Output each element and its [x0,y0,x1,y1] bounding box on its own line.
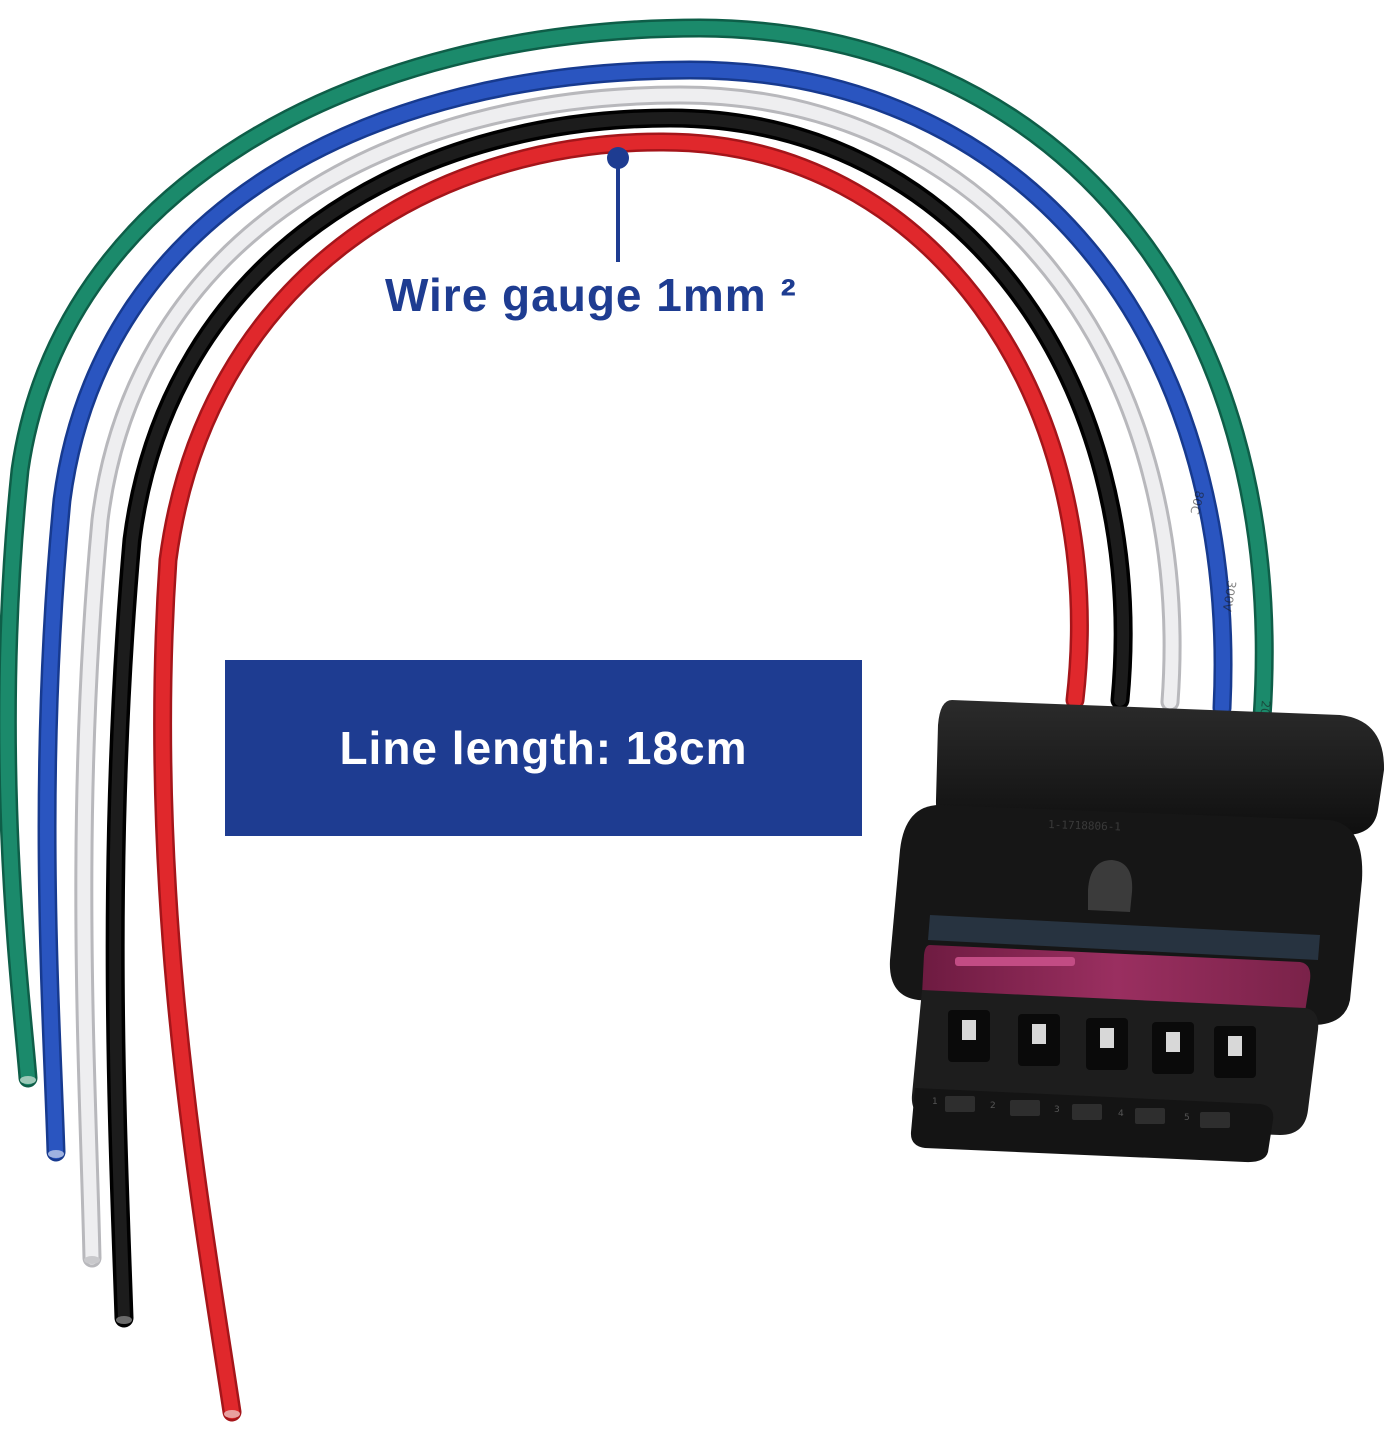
pin-label: 3 [1054,1105,1060,1115]
pin-label: 4 [1118,1109,1124,1119]
pin-slot [948,1010,990,1062]
wire-end-black [116,1316,132,1324]
gauge-pointer [607,147,629,262]
pin-label: 1 [932,1097,938,1107]
pin-label: 2 [990,1101,996,1111]
line-length-label: Line length: 18cm [339,722,748,774]
housing-marking: 1-1718806-1 [1048,818,1121,834]
wire-gauge-label: Wire gauge 1mm ² [385,269,797,321]
gauge-pointer-dot [607,147,629,169]
line-length-banner: Line length: 18cm [225,660,862,836]
pin-labels: 1 2 3 4 5 [932,1097,1190,1123]
wire-end-green [20,1076,36,1084]
connector-pins [948,1010,1256,1078]
pin-label: 5 [1184,1113,1190,1123]
wire-end-red [224,1410,240,1418]
wire-end-blue [48,1150,64,1158]
wire-bundle [0,18,1274,1422]
pin-slot [1018,1014,1060,1066]
pin-slot [1152,1022,1194,1074]
pin-slot [1214,1026,1256,1078]
wire-end-white [84,1256,100,1264]
wire-print-volt: 300V [1220,579,1239,613]
latch-slots [945,1096,1230,1128]
pin-slot [1086,1018,1128,1070]
wire-print-temp: 80C [1187,489,1206,515]
